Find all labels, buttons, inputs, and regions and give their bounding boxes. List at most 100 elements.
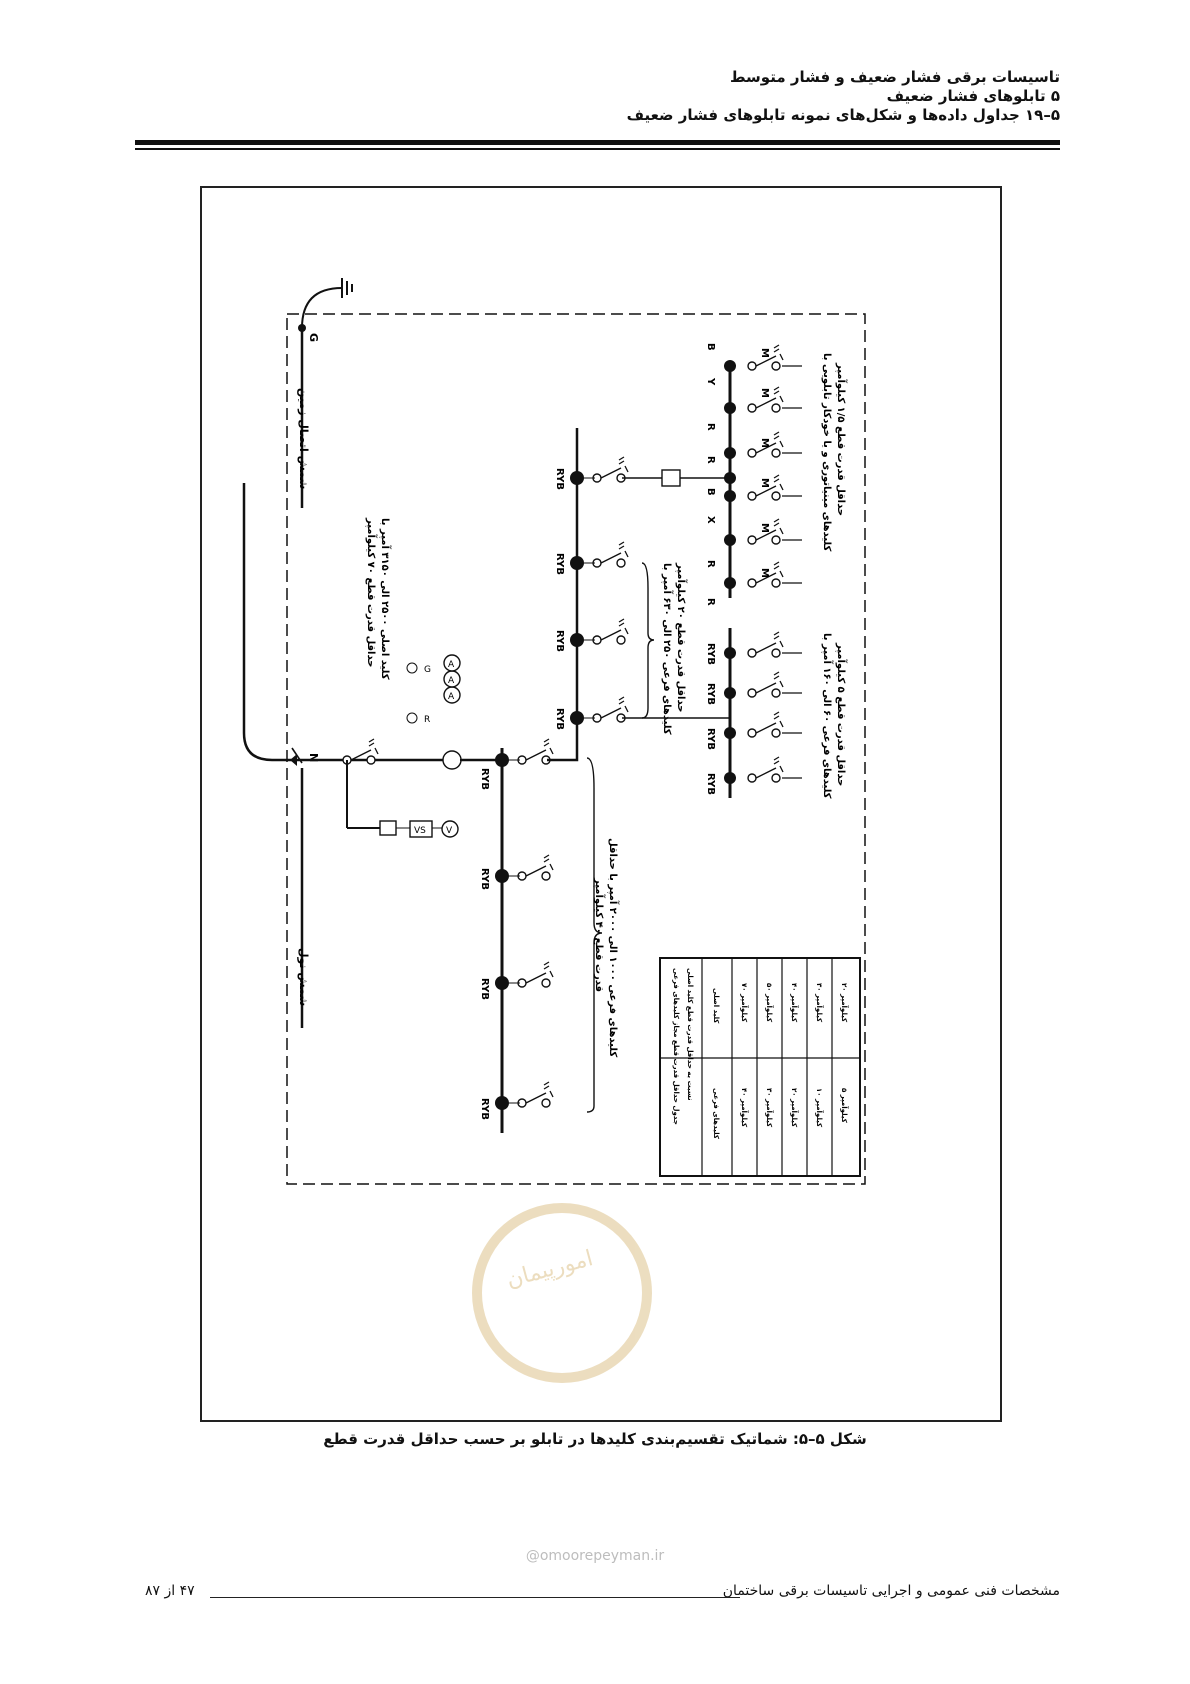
table-cell: ۴۰ کیلوآمپر: [740, 1088, 749, 1128]
caption-label: شکل ۵–۵:: [792, 1430, 867, 1448]
feeder-breaker-icon[interactable]: [592, 541, 629, 568]
feeder-breaker-icon[interactable]: [747, 711, 784, 738]
feeder-60-note-2: حداقل قدرت قطع ۵ کیلوآمپر: [835, 642, 848, 786]
small-feeder-taps: [724, 647, 736, 784]
ground-node-label: G: [307, 333, 320, 342]
feeder-breaker-icon[interactable]: [592, 618, 629, 645]
neutral-node-label: N: [307, 753, 320, 762]
caption-text: شماتیک تقسیم‌بندی کلیدها در تابلو بر حسب…: [323, 1430, 788, 1448]
motor-label: M: [759, 523, 770, 533]
fuse-icon: [661, 469, 681, 487]
table-cell: ۳۰ کیلوآمپر: [815, 983, 824, 1023]
main-switch-note-2: حداقل قدرت قطع ۷۰ کیلوآمپر: [365, 517, 378, 667]
motor-label: M: [759, 348, 770, 358]
watermark-logo-text: امورپیمان: [504, 1246, 596, 1293]
mcb-note-1: کلیدهای مینیاتوری و یا خودکار تابلویی با: [821, 353, 832, 551]
mcb-phase-label: R: [705, 560, 716, 568]
mcb-phase-label: R: [705, 598, 716, 606]
mcb-phase-label: B: [705, 488, 716, 496]
phase-label: RYB: [554, 553, 565, 575]
watermark-site: @omoorepeyman.ir: [525, 1548, 665, 1564]
current-transformer-icon: [442, 750, 462, 770]
feeder-1000-note-2: قدرت قطع ۴۰ کیلوآمپر: [593, 877, 606, 992]
lamp-r-label: R: [424, 715, 430, 725]
phase-label: RYB: [554, 708, 565, 730]
watermark-logo: امورپیمان: [472, 1203, 652, 1383]
header-rule-thick: [135, 140, 1060, 145]
mcb-phase-label: Y: [705, 377, 716, 386]
table-header-sub: کلیدهای فرعی: [712, 1088, 720, 1140]
ammeter-label: A: [448, 692, 455, 702]
page-header: تاسیسات برقی فشار ضعیف و فشار متوسط ۵ تا…: [627, 68, 1060, 125]
voltmeter-switch-label: VS: [414, 826, 426, 836]
mcb-note-2: حداقل قدرت قطع ۱/۵ کیلوآمپر: [835, 362, 848, 516]
footer-doc-title: مشخصات فنی عمومی و اجرایی تاسیسات برقی س…: [722, 1583, 1060, 1599]
voltmeter-icon: [441, 820, 459, 838]
footer-page-number: ۴۷ از ۸۷: [145, 1583, 195, 1599]
mcb-phase-label: R: [705, 423, 716, 431]
panel-enclosure: [286, 313, 866, 1185]
secondary-busbar: [547, 428, 579, 762]
feeder-breaker-icon[interactable]: [747, 671, 784, 698]
main-switch-note-1: کلید اصلی ۲۵۰۰ الی ۳۱۵۰ آمپر با: [379, 518, 392, 680]
mcb-phase-label: X: [705, 516, 716, 524]
phase-label: RYB: [705, 643, 716, 665]
mcb-phase-label: R: [705, 456, 716, 464]
table-title-1: جدول حداقل قدرت قطع مجاز کلیدهای فرعی: [672, 968, 680, 1125]
voltmeter-label: V: [446, 826, 453, 836]
header-line-2: ۵ تابلوهای فشار ضعیف: [886, 87, 1060, 105]
phase-label: RYB: [479, 768, 490, 790]
feeder-60-note-1: کلیدهای فرعی ۶۰ الی ۱۶۰ آمپر با: [821, 633, 834, 799]
motor-label: M: [759, 478, 770, 488]
lamp-r-icon: [406, 712, 418, 724]
feeder-1000-note-1: کلیدهای فرعی ۱۰۰۰ الی ۲۰۰۰ آمپر با حداقل: [607, 838, 620, 1057]
phase-label: RYB: [479, 978, 490, 1000]
feeder-breaker-icon[interactable]: [517, 1081, 554, 1108]
feeder-breaker-icon[interactable]: [517, 961, 554, 988]
header-line-1: تاسیسات برقی فشار ضعیف و فشار متوسط: [729, 68, 1060, 86]
mcb-group: [724, 360, 736, 589]
motor-label: M: [759, 438, 770, 448]
feeder-breaker-icon[interactable]: [517, 854, 554, 881]
feeder-250-note-2: حداقل قدرت قطع ۲۰ کیلوآمپر: [675, 562, 688, 712]
header-rule-thin: [135, 148, 1060, 150]
single-line-diagram: G شمش اتصال زمین شمش نول N VS V A A A R …: [242, 278, 866, 1383]
figure-frame: G شمش اتصال زمین شمش نول N VS V A A A R …: [200, 186, 1002, 1422]
table-cell: ۳۰ کیلوآمپر: [765, 1088, 774, 1128]
phase-label: RYB: [479, 868, 490, 890]
header-line-3: ۵–۱۹ جداول داده‌ها و شکل‌های نمونه تابلو…: [626, 106, 1060, 124]
footer-rule: [210, 1597, 740, 1598]
lamp-g-icon: [406, 662, 418, 674]
table-title-2: نسبت به حداقل قدرت قطع کلید اصلی: [686, 968, 694, 1101]
phase-label: RYB: [705, 728, 716, 750]
table-cell: ۲۰ کیلوآمپر: [840, 983, 849, 1023]
feeder-breaker-icon[interactable]: [747, 631, 784, 658]
phase-label: RYB: [705, 683, 716, 705]
incoming-feeder: [242, 483, 502, 762]
phase-label: RYB: [479, 1098, 490, 1120]
table-cell: ۴۰ کیلوآمپر: [790, 983, 799, 1023]
phase-label: RYB: [554, 630, 565, 652]
table-cell: ۵۰ کیلوآمپر: [765, 983, 774, 1023]
ammeter-label: A: [448, 660, 455, 670]
table-header-main: کلید اصلی: [712, 988, 720, 1024]
voltmeter-switch-icon: [409, 820, 433, 838]
table-cell: ۷۰ کیلوآمپر: [740, 983, 749, 1023]
motor-label: M: [759, 568, 770, 578]
ammeter-label: A: [448, 676, 455, 686]
fuse-icon: [379, 820, 397, 836]
table-cell: ۱۰ کیلوآمپر: [815, 1088, 824, 1128]
motor-label: M: [759, 388, 770, 398]
table-cell: ۵ کیلوآمپر: [840, 1088, 849, 1124]
phase-label: RYB: [705, 773, 716, 795]
table-cell: ۲۰ کیلوآمپر: [790, 1088, 799, 1128]
feeder-250-note-1: کلیدهای فرعی ۲۵۰ الی ۶۳۰ آمپر با: [661, 563, 674, 735]
ground-bus-label: شمش اتصال زمین: [297, 388, 310, 489]
phase-label: RYB: [554, 468, 565, 490]
breaking-capacity-table: جدول حداقل قدرت قطع مجاز کلیدهای فرعی نس…: [659, 957, 861, 1177]
ammeter-icon: [443, 654, 461, 672]
neutral-bus-label: شمش نول: [297, 948, 310, 1006]
feeder-breaker-icon[interactable]: [747, 756, 784, 783]
figure-caption: شکل ۵–۵: شماتیک تقسیم‌بندی کلیدها در تاب…: [0, 1430, 1190, 1448]
lamp-g-label: G: [424, 665, 431, 675]
